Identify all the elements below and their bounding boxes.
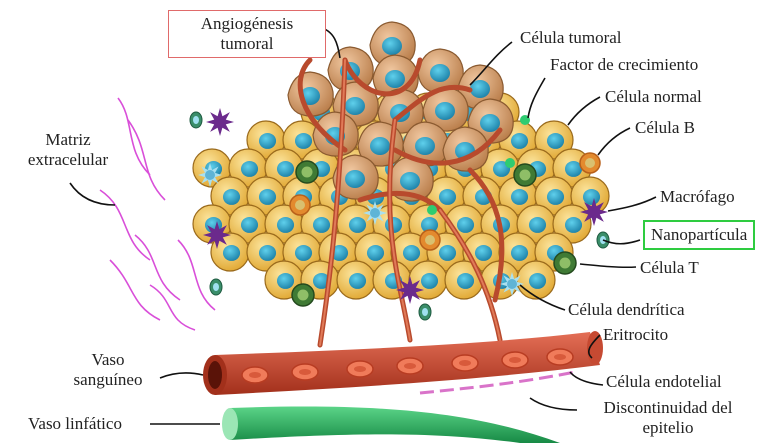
tumor-cell bbox=[288, 72, 333, 116]
label-lymph-vessel: Vaso linfático bbox=[28, 414, 122, 434]
macrophage bbox=[203, 221, 231, 249]
lymph-vessel bbox=[222, 407, 560, 443]
normal-cell bbox=[517, 261, 555, 299]
label-extracellular-matrix: Matriz extracelular bbox=[18, 130, 118, 170]
label-dendritic-cell: Célula dendrítica bbox=[568, 300, 685, 320]
label-angiogenesis: Angiogénesis tumoral bbox=[168, 10, 326, 58]
label-matrix-line2: extracelular bbox=[18, 150, 118, 170]
label-endothelial-cell: Célula endotelial bbox=[606, 372, 722, 392]
macrophage bbox=[580, 198, 608, 226]
label-tumor-cell: Célula tumoral bbox=[520, 28, 622, 48]
cell-cluster bbox=[193, 22, 609, 299]
label-erythrocyte: Eritrocito bbox=[603, 325, 668, 345]
label-t-cell: Célula T bbox=[640, 258, 699, 278]
label-b-cell: Célula B bbox=[635, 118, 695, 138]
label-epithelium-gap-line2: epitelio bbox=[578, 418, 758, 438]
label-angiogenesis-line1: Angiogénesis bbox=[177, 14, 317, 34]
growth-factor-dot bbox=[427, 205, 437, 215]
growth-factor-dot bbox=[505, 158, 515, 168]
label-epithelium-gap: Discontinuidad del epitelio bbox=[578, 398, 758, 438]
normal-cell bbox=[337, 261, 375, 299]
label-matrix-line1: Matriz bbox=[18, 130, 118, 150]
label-blood-vessel-line2: sanguíneo bbox=[58, 370, 158, 390]
label-blood-vessel-line1: Vaso bbox=[58, 350, 158, 370]
label-blood-vessel: Vaso sanguíneo bbox=[58, 350, 158, 390]
label-macrophage: Macrófago bbox=[660, 187, 735, 207]
label-epithelium-gap-line1: Discontinuidad del bbox=[578, 398, 758, 418]
macrophage bbox=[206, 108, 234, 136]
label-angiogenesis-line2: tumoral bbox=[177, 34, 317, 54]
label-growth-factor: Factor de crecimiento bbox=[550, 55, 698, 75]
label-normal-cell: Célula normal bbox=[605, 87, 702, 107]
macrophage bbox=[396, 276, 424, 304]
label-nanoparticle: Nanopartícula bbox=[643, 220, 755, 250]
